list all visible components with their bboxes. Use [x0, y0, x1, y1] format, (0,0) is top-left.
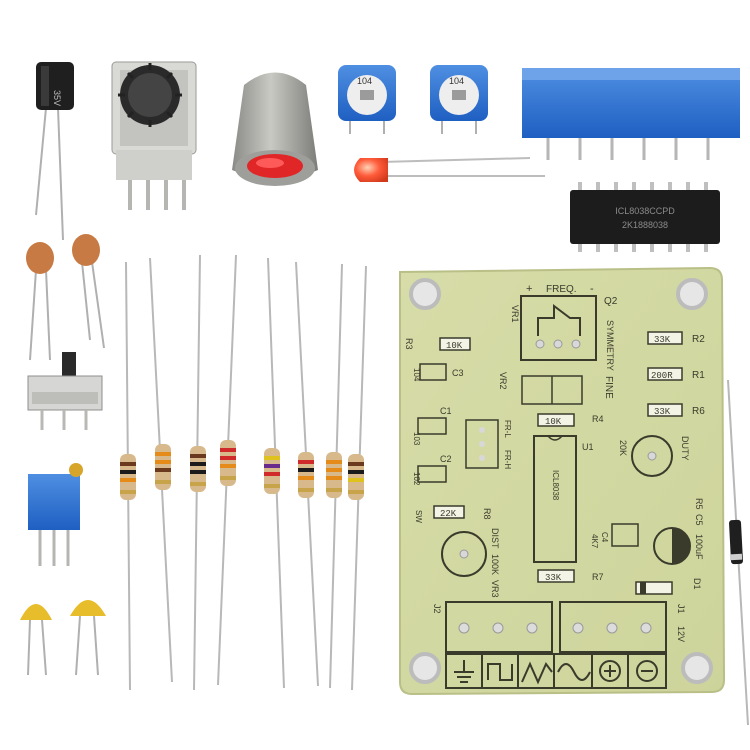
label-c5: C5 — [694, 514, 704, 526]
label-12v: 12V — [676, 626, 686, 642]
label-c104: 104 — [412, 368, 421, 382]
resistor-1 — [120, 261, 136, 691]
value-r6: 33K — [654, 407, 671, 417]
value-r2: 33K — [654, 335, 671, 345]
label-symmetry: SYMMETRY — [605, 320, 615, 371]
label-c3: C3 — [452, 368, 464, 378]
pcb-board: FREQ. + - Q2 SYMMETRY FINE VR1 VR2 33K R… — [399, 266, 726, 696]
trimmer-potentiometer-1: 104 — [338, 65, 396, 134]
ic-line-2: 2K1888038 — [622, 220, 668, 230]
label-sw: SW — [414, 510, 423, 523]
resistors — [120, 254, 367, 691]
resistor-7 — [326, 263, 343, 689]
value-r7: 33K — [545, 573, 562, 583]
trimmer-potentiometer-2: 104 — [430, 65, 488, 134]
label-c103: 103 — [412, 432, 421, 446]
diode — [727, 379, 749, 726]
label-dist: DIST — [490, 528, 500, 549]
label-100uf: 100uF — [694, 534, 704, 560]
capacitor-marking: 35V — [52, 90, 62, 106]
label-d1: D1 — [692, 578, 702, 590]
label-r8: R8 — [482, 508, 492, 520]
resistor-8 — [348, 265, 367, 691]
red-led — [354, 157, 545, 182]
label-minus-top: - — [590, 283, 594, 295]
label-c2: C2 — [440, 454, 452, 464]
label-vr2: VR2 — [498, 372, 508, 390]
ceramic-capacitor-1 — [26, 242, 54, 361]
label-r6: R6 — [692, 406, 705, 417]
ceramic-capacitor-2 — [72, 234, 105, 349]
label-fr-l: FR-L — [503, 420, 512, 438]
label-r1: R1 — [692, 370, 705, 381]
output-terminals — [445, 601, 667, 689]
value-r8: 22K — [440, 509, 457, 519]
label-r7: R7 — [592, 572, 604, 582]
value-r4: 10K — [545, 417, 562, 427]
label-freq: FREQ. — [546, 284, 577, 295]
label-fine: FINE — [603, 376, 614, 399]
label-q2: Q2 — [604, 296, 618, 307]
label-r2: R2 — [692, 334, 705, 345]
label-ic-body: ICL8038 — [551, 470, 560, 501]
resistor-3 — [190, 254, 206, 691]
resistor-2 — [149, 257, 173, 683]
plus-circle-icon — [599, 660, 621, 682]
sine-wave-icon — [557, 663, 591, 681]
rotary-potentiometer — [111, 61, 197, 210]
resistor-5 — [264, 257, 285, 689]
value-r1: 200R — [651, 371, 673, 381]
label-c102: 102 — [412, 472, 421, 486]
trimmer-1-code: 104 — [357, 76, 372, 86]
label-u1: U1 — [582, 442, 594, 452]
label-fr-h: FR-H — [503, 450, 512, 469]
slide-switch — [27, 352, 103, 430]
yellow-capacitor-1 — [20, 604, 52, 676]
label-j2: J2 — [432, 604, 442, 614]
label-r3: R3 — [404, 338, 414, 350]
label-r5: R5 — [694, 498, 704, 510]
ground-icon — [454, 660, 474, 683]
ic-line-1: ICL8038CCPD — [615, 206, 675, 216]
label-c1: C1 — [440, 406, 452, 416]
electrolytic-capacitor: 35V — [35, 62, 74, 241]
knob-cap — [232, 72, 318, 186]
trimmer-2-code: 104 — [449, 76, 464, 86]
label-100k: 100K — [490, 554, 500, 575]
value-r3: 10K — [446, 341, 463, 351]
label-c4: C4 — [600, 532, 609, 543]
label-duty: DUTY — [680, 436, 690, 461]
mounting-holes — [409, 278, 713, 684]
resistor-footprints-right: 33K R2 200R R1 33K R6 — [647, 331, 705, 417]
label-vr3: VR3 — [490, 580, 500, 598]
resistor-6 — [295, 261, 319, 687]
multiturn-trimmer — [28, 463, 83, 566]
icl8038-chip: ICL8038CCPD 2K1888038 — [570, 182, 720, 252]
resistor-4 — [217, 254, 237, 686]
label-plus-top: + — [526, 283, 532, 295]
label-j1: J1 — [676, 604, 686, 614]
square-wave-icon — [487, 663, 513, 681]
terminal-block — [522, 68, 740, 160]
minus-circle-icon — [636, 660, 658, 682]
label-r4: R4 — [592, 414, 604, 424]
yellow-capacitor-2 — [70, 600, 106, 676]
label-vr1: VR1 — [510, 305, 520, 323]
label-20k: 20K — [618, 440, 628, 456]
triangle-wave-icon — [521, 661, 553, 685]
label-4k7: 4K7 — [590, 534, 599, 549]
